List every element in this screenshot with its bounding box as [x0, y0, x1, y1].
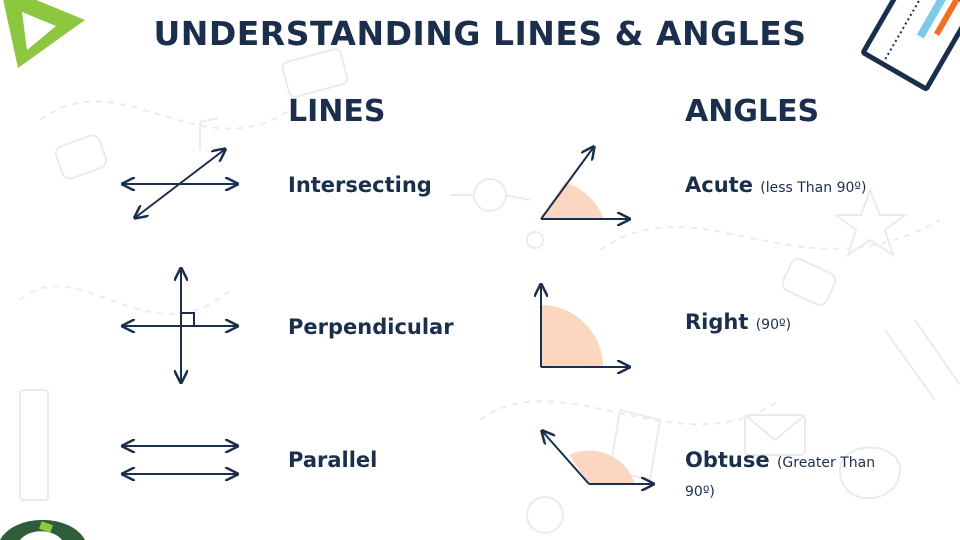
- acute-note: (less Than 90º): [760, 180, 867, 196]
- right-angle-figure: [541, 286, 628, 367]
- intersecting-label: Intersecting: [288, 173, 432, 197]
- parallel-label: Parallel: [288, 448, 378, 472]
- right-name: Right: [685, 310, 749, 334]
- obtuse-note: (Greater Than 90º): [685, 455, 876, 500]
- intersecting-lines-figure: [124, 150, 236, 217]
- obtuse-label: Obtuse (Greater Than 90º): [685, 447, 895, 505]
- perpendicular-lines-figure: [124, 270, 236, 381]
- acute-label: Acute (less Than 90º): [685, 172, 866, 201]
- notebook-icon: [861, 0, 960, 92]
- lines-heading: LINES: [288, 94, 386, 129]
- right-label: Right (90º): [685, 309, 791, 338]
- perpendicular-label: Perpendicular: [288, 315, 454, 339]
- triangle-ruler-icon: [3, 0, 85, 68]
- obtuse-angle-figure: [543, 432, 652, 484]
- page-title: UNDERSTANDING LINES & ANGLES: [153, 14, 807, 53]
- acute-angle-figure: [540, 148, 628, 219]
- obtuse-name: Obtuse: [685, 448, 770, 472]
- acute-name: Acute: [685, 173, 753, 197]
- angles-heading: ANGLES: [685, 94, 820, 129]
- parallel-lines-figure: [124, 446, 236, 474]
- protractor-icon: [0, 519, 85, 540]
- right-note: (90º): [755, 317, 792, 333]
